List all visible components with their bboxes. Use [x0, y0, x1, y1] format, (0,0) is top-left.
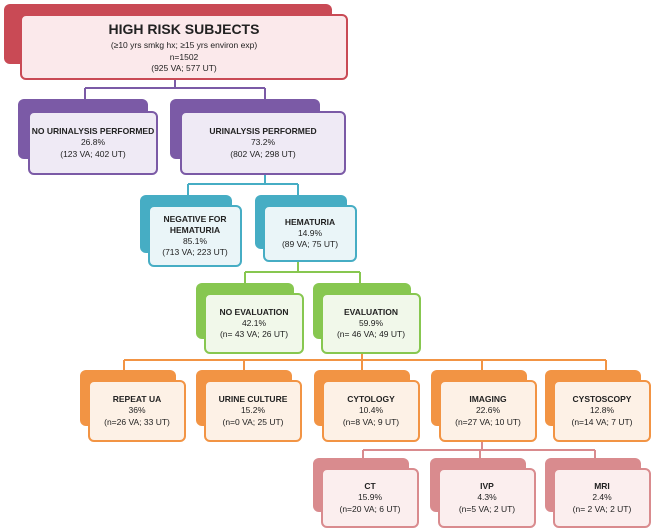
node-card: URINE CULTURE 15.2% (n=0 VA; 25 UT): [204, 380, 302, 442]
node-title-line-2: HEMATURIA: [169, 224, 221, 235]
node-criteria: (≥10 yrs smkg hx; ≥15 yrs environ exp): [110, 40, 258, 51]
node-hematuria: HEMATURIA 14.9% (89 VA; 75 UT): [255, 195, 357, 262]
node-card: EVALUATION 59.9% (n= 46 VA; 49 UT): [321, 293, 421, 354]
node-percent: 85.1%: [182, 236, 208, 246]
node-breakdown: (123 VA; 402 UT): [60, 148, 126, 159]
node-card: HIGH RISK SUBJECTS (≥10 yrs smkg hx; ≥15…: [20, 14, 348, 80]
node-card: NO URINALYSIS PERFORMED 26.8% (123 VA; 4…: [28, 111, 158, 175]
node-no-urinalysis: NO URINALYSIS PERFORMED 26.8% (123 VA; 4…: [18, 99, 158, 175]
node-breakdown: (n=26 VA; 33 UT): [104, 416, 170, 427]
node-percent: 12.8%: [589, 405, 615, 416]
node-title: MRI: [594, 481, 610, 492]
node-percent: 26.8%: [80, 137, 106, 148]
node-breakdown: (n=8 VA; 9 UT): [342, 416, 400, 427]
node-title: URINALYSIS PERFORMED: [209, 126, 317, 137]
node-imaging: IMAGING 22.6% (n=27 VA; 10 UT): [431, 370, 537, 442]
node-evaluation: EVALUATION 59.9% (n= 46 VA; 49 UT): [313, 283, 421, 354]
node-cystoscopy: CYSTOSCOPY 12.8% (n=14 VA; 7 UT): [545, 370, 651, 442]
node-breakdown: (713 VA; 223 UT): [162, 247, 228, 258]
node-breakdown: (n= 46 VA; 49 UT): [336, 329, 406, 340]
node-breakdown: (n= 43 VA; 26 UT): [219, 329, 289, 340]
connectors-pink: [362, 442, 596, 458]
node-title: CYSTOSCOPY: [572, 394, 632, 405]
node-cytology: CYTOLOGY 10.4% (n=8 VA; 9 UT): [314, 370, 420, 442]
connectors-teal: [187, 175, 299, 195]
node-no-evaluation: NO EVALUATION 42.1% (n= 43 VA; 26 UT): [196, 283, 304, 354]
node-title: NEGATIVE FOR: [163, 213, 227, 224]
node-title: REPEAT UA: [112, 394, 162, 405]
node-title: NO EVALUATION: [219, 306, 289, 317]
node-percent: 15.2%: [240, 405, 266, 416]
node-card: CYSTOSCOPY 12.8% (n=14 VA; 7 UT): [553, 380, 651, 442]
connectors-purple: [84, 78, 266, 99]
node-breakdown: (n=14 VA; 7 UT): [571, 416, 633, 427]
node-breakdown: (n= 2 VA; 2 UT): [572, 503, 632, 514]
node-title: HEMATURIA: [284, 216, 336, 227]
node-ivp: IVP 4.3% (n=5 VA; 2 UT): [430, 458, 536, 528]
node-high-risk-subjects: HIGH RISK SUBJECTS (≥10 yrs smkg hx; ≥15…: [4, 4, 348, 80]
node-title: IVP: [480, 481, 494, 492]
node-card: CT 15.9% (n=20 VA; 6 UT): [321, 468, 419, 528]
node-percent: 42.1%: [241, 317, 267, 328]
node-title: EVALUATION: [344, 306, 398, 317]
node-urinalysis: URINALYSIS PERFORMED 73.2% (802 VA; 298 …: [170, 99, 346, 175]
node-card: URINALYSIS PERFORMED 73.2% (802 VA; 298 …: [180, 111, 346, 175]
node-breakdown: (n=5 VA; 2 UT): [458, 503, 516, 514]
node-percent: 36%: [128, 405, 146, 416]
node-negative-hematuria: NEGATIVE FOR HEMATURIA 85.1% (713 VA; 22…: [140, 195, 242, 267]
node-card: REPEAT UA 36% (n=26 VA; 33 UT): [88, 380, 186, 442]
node-breakdown: (n=20 VA; 6 UT): [339, 503, 401, 514]
node-breakdown: (n=27 VA; 10 UT): [455, 416, 521, 427]
node-card: HEMATURIA 14.9% (89 VA; 75 UT): [263, 205, 357, 262]
node-ct: CT 15.9% (n=20 VA; 6 UT): [313, 458, 419, 528]
node-percent: 59.9%: [358, 317, 384, 328]
node-percent: 2.4%: [592, 492, 612, 503]
node-repeat-ua: REPEAT UA 36% (n=26 VA; 33 UT): [80, 370, 186, 442]
node-breakdown: (n=0 VA; 25 UT): [222, 416, 284, 427]
node-title: IMAGING: [469, 394, 507, 405]
node-breakdown: (802 VA; 298 UT): [230, 148, 296, 159]
node-percent: 14.9%: [297, 227, 323, 238]
node-percent: 10.4%: [358, 405, 384, 416]
node-title: HIGH RISK SUBJECTS: [108, 20, 260, 37]
connectors-orange: [123, 354, 607, 370]
node-breakdown: (925 VA; 577 UT): [151, 62, 217, 73]
node-percent: 22.6%: [475, 405, 501, 416]
node-card: NEGATIVE FOR HEMATURIA 85.1% (713 VA; 22…: [148, 205, 242, 267]
node-breakdown: (89 VA; 75 UT): [281, 239, 339, 250]
node-card: MRI 2.4% (n= 2 VA; 2 UT): [553, 468, 651, 528]
node-percent: 73.2%: [250, 137, 276, 148]
node-card: IMAGING 22.6% (n=27 VA; 10 UT): [439, 380, 537, 442]
node-percent: 15.9%: [357, 492, 383, 503]
node-count: n=1502: [169, 51, 199, 62]
node-title: NO URINALYSIS PERFORMED: [31, 126, 155, 137]
node-title: CT: [364, 481, 376, 492]
node-card: IVP 4.3% (n=5 VA; 2 UT): [438, 468, 536, 528]
node-card: CYTOLOGY 10.4% (n=8 VA; 9 UT): [322, 380, 420, 442]
node-percent: 4.3%: [477, 492, 497, 503]
node-card: NO EVALUATION 42.1% (n= 43 VA; 26 UT): [204, 293, 304, 354]
connectors-green: [244, 262, 361, 283]
node-urine-culture: URINE CULTURE 15.2% (n=0 VA; 25 UT): [196, 370, 302, 442]
node-mri: MRI 2.4% (n= 2 VA; 2 UT): [545, 458, 651, 528]
node-title: CYTOLOGY: [347, 394, 395, 405]
node-title: URINE CULTURE: [218, 394, 288, 405]
